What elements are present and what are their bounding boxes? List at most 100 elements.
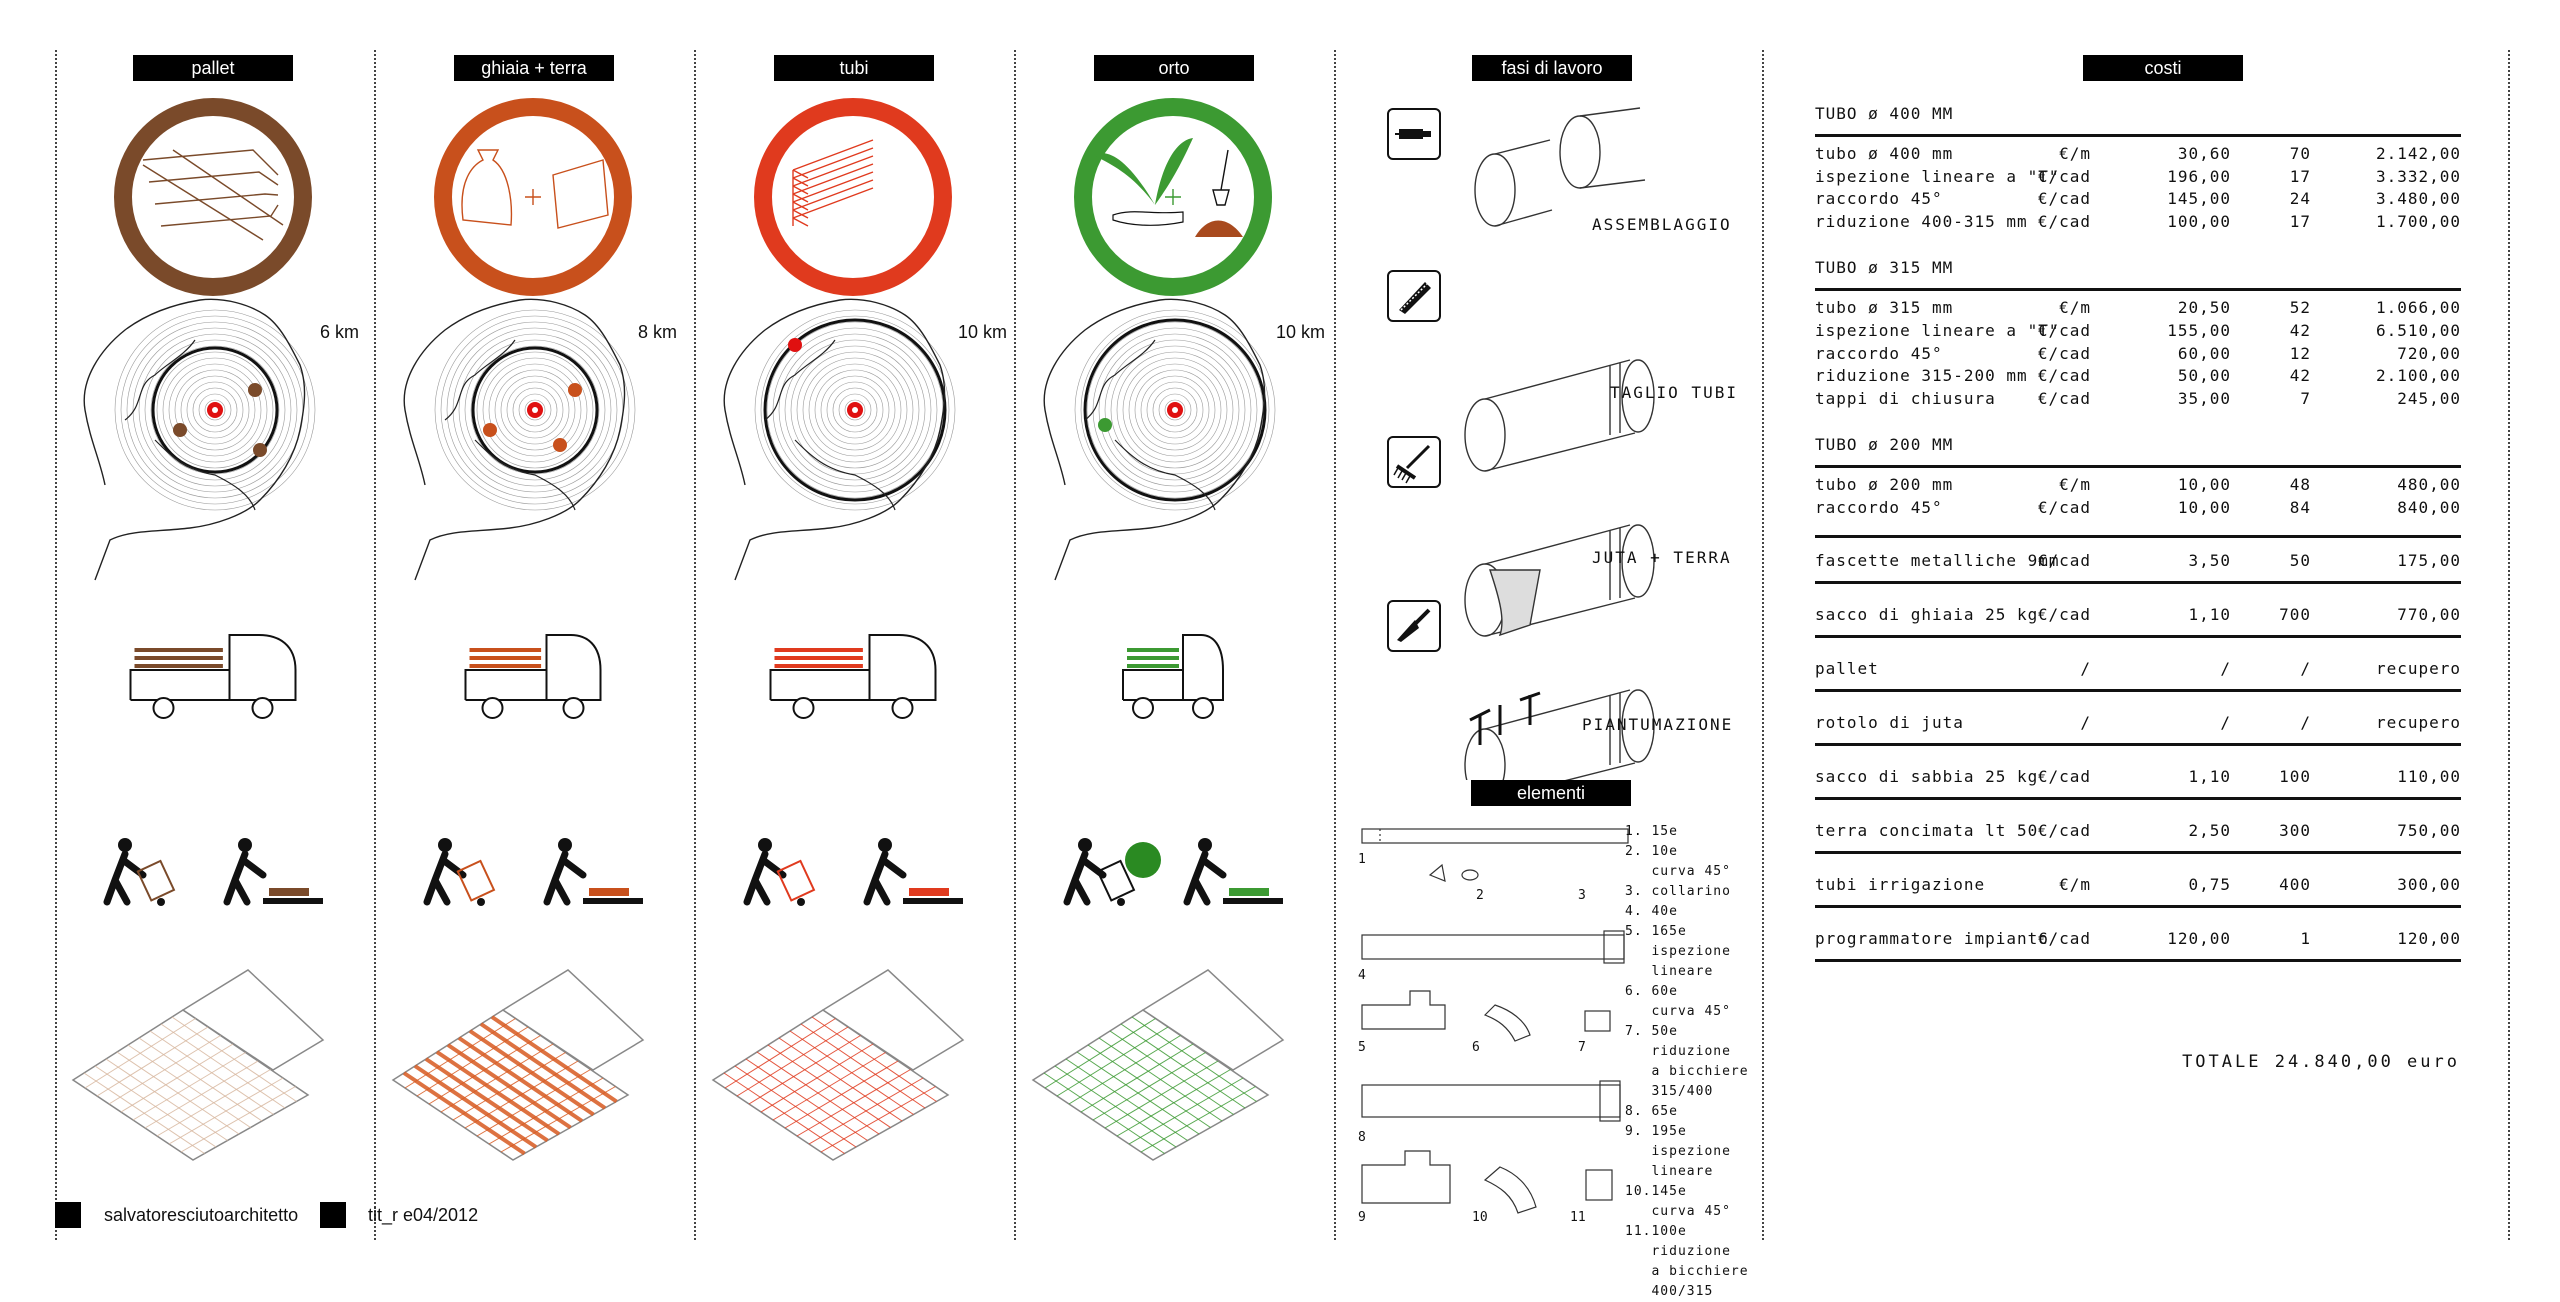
cost-section-heading: TUBO ø 315 MM [1815, 258, 1954, 278]
cost-cell: fascette metalliche 9mm [1815, 550, 2060, 570]
material-ring [434, 98, 632, 296]
separator [1014, 50, 1016, 1240]
cost-cell: 52 [2289, 298, 2311, 318]
distance-label: 8 km [638, 322, 678, 342]
elements-legend: 1. 15e 2. 10e curva 45° 3. collarino 4. … [1625, 824, 1749, 1299]
footer-mark [320, 1202, 346, 1228]
cost-cell: €/cad [2037, 388, 2091, 408]
costs-title: costi [2083, 55, 2243, 81]
cost-cell: / [2300, 712, 2311, 732]
cost-cell: 6.510,00 [2375, 321, 2461, 340]
phase-label: TAGLIO TUBI [1610, 383, 1738, 402]
cost-cell: 10,00 [2177, 475, 2231, 495]
cost-cell: rotolo di juta [1815, 712, 1964, 732]
worker-icon [1063, 838, 1283, 906]
source-dot [253, 443, 267, 457]
element-number: 8 [1358, 1130, 1366, 1145]
separator [2508, 50, 2510, 1240]
pipe-drawing [1464, 359, 1655, 472]
cost-cell: / [2080, 658, 2091, 678]
total-cost: TOTALE 24.840,00 euro [2182, 1052, 2460, 1072]
cost-cell: 720,00 [2397, 343, 2461, 363]
cost-cell: €/cad [2037, 550, 2091, 570]
distance-label: 6 km [320, 322, 360, 342]
cost-cell: 24 [2289, 189, 2311, 209]
separator [1334, 50, 1336, 1240]
shovel-icon [1212, 149, 1230, 206]
cost-cell: ispezione lineare a "T" [1815, 321, 2060, 340]
radius-map [1043, 298, 1276, 581]
source-dot [483, 423, 497, 437]
cost-cell: / [2220, 712, 2231, 732]
divider [1815, 796, 2461, 800]
cost-cell: €/cad [2037, 343, 2091, 363]
cost-cell: 175,00 [2397, 550, 2461, 570]
source-dot [248, 383, 262, 397]
material-icon [792, 139, 874, 227]
cost-cell: 7 [2300, 388, 2311, 408]
divider [1815, 580, 2461, 584]
element-number: 1 [1358, 852, 1366, 867]
source-dot [568, 383, 582, 397]
column-title-ghiaia-terra: ghiaia + terra [454, 55, 614, 81]
floor-plan [391, 969, 645, 1161]
cost-cell: 50 [2289, 550, 2311, 570]
cost-cell: 48 [2289, 475, 2311, 495]
material-column [71, 98, 325, 1161]
phases-title: fasi di lavoro [1472, 55, 1632, 81]
element-number: 5 [1358, 1040, 1366, 1055]
saw-icon [1387, 270, 1441, 322]
separator [694, 50, 696, 1240]
cost-cell: 1,10 [2188, 604, 2231, 624]
cost-cell: recupero [2375, 712, 2461, 732]
cost-cell: 700 [2279, 604, 2311, 624]
glue-tube-icon [1387, 108, 1441, 160]
cost-cell: sacco di ghiaia 25 kg [1815, 604, 2039, 624]
pipe-drawing [1474, 107, 1646, 227]
divider [1815, 288, 2461, 292]
divider [1815, 465, 2461, 469]
cost-cell: 84 [2289, 498, 2311, 517]
source-dot [173, 423, 187, 437]
separator [55, 50, 57, 1240]
floor-plan [1031, 969, 1285, 1161]
cost-cell: 750,00 [2397, 820, 2461, 840]
cost-row: sacco di ghiaia 25 kg€/cad 1,10 700 770,00 [1815, 605, 2461, 627]
element-number: 11 [1570, 1210, 1586, 1225]
divider [1815, 634, 2461, 638]
distance-label: 10 km [958, 322, 1008, 342]
element-number: 10 [1472, 1210, 1488, 1225]
cost-cell: tubi irrigazione [1815, 874, 1986, 894]
column-title-tubi: tubi [774, 55, 934, 81]
material-icon [142, 149, 284, 241]
cost-cell: €/cad [2037, 189, 2091, 209]
cost-cell: 17 [2289, 211, 2311, 231]
worker-icon [103, 838, 323, 906]
column-title-orto: orto [1094, 55, 1254, 81]
cost-cell: 17 [2289, 166, 2311, 186]
material-column [391, 98, 645, 1161]
cost-cell: raccordo 45° [1815, 498, 1943, 517]
cost-cell: 2.100,00 [2375, 366, 2461, 386]
cost-cell: 145,00 [2167, 189, 2231, 209]
hand-icon [1112, 211, 1184, 226]
cost-cell: €/cad [2037, 928, 2091, 948]
divider [1815, 904, 2461, 908]
cost-cell: 770,00 [2397, 604, 2461, 624]
cost-cell: / [2220, 658, 2231, 678]
distance-label: 10 km [1276, 322, 1326, 342]
phases-diagram [1464, 107, 1655, 780]
cost-cell: €/cad [2037, 166, 2091, 186]
cost-cell: pallet [1815, 658, 1879, 678]
cost-cell: tappi di chiusura [1815, 388, 1996, 408]
truck-icon [464, 634, 602, 719]
cost-cell: €/cad [2037, 604, 2091, 624]
cost-cell: 120,00 [2167, 928, 2231, 948]
element-number: 3 [1578, 888, 1586, 903]
